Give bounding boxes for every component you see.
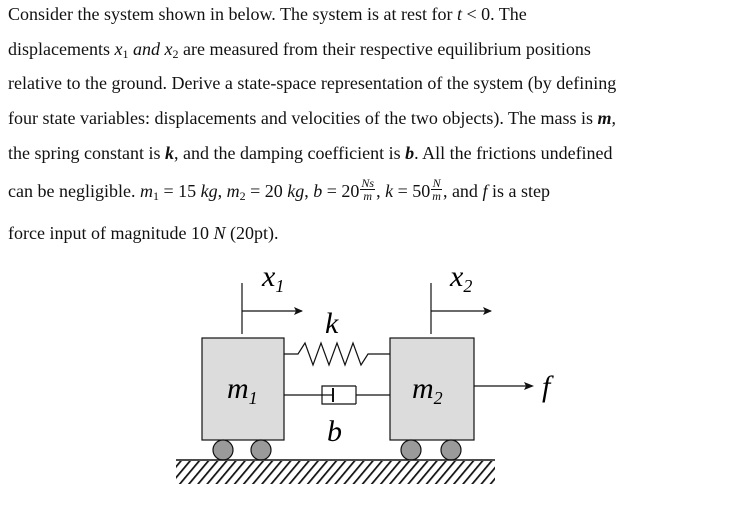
fraction-numerator: N — [431, 176, 442, 191]
subscript: 2 — [172, 47, 179, 61]
x1-variable: x — [114, 39, 123, 59]
text-segment: (20pt). — [225, 223, 279, 243]
text-segment: is a step — [487, 181, 550, 201]
mass-2-wheel-left — [400, 439, 422, 461]
text-segment: can be negligible. — [8, 181, 140, 201]
text-segment: , — [611, 108, 617, 128]
m1-variable: m — [139, 181, 153, 201]
ground-hatching — [176, 461, 495, 484]
k-variable: k — [385, 181, 394, 201]
mass-2-block — [389, 337, 475, 441]
text-segment: = 15 — [158, 181, 201, 201]
spring-symbol: k — [164, 143, 174, 163]
subscript: 2 — [239, 189, 246, 203]
damper-label: b — [327, 415, 342, 448]
problem-line-1: Consider the system shown in below. The … — [8, 1, 527, 27]
text-segment: = 20 — [245, 181, 288, 201]
mass-1-wheel-left — [212, 439, 234, 461]
spring-label: k — [325, 307, 339, 340]
text-segment: , — [376, 181, 386, 201]
subscript: 1 — [122, 47, 129, 61]
text-segment: , and the damping coefficient is — [173, 143, 406, 163]
fraction-denominator: m — [363, 189, 373, 204]
f-variable: f — [482, 181, 488, 201]
x1-label: x1 — [261, 260, 284, 296]
text-segment: = 20 — [322, 181, 360, 201]
text-segment: , — [304, 181, 314, 201]
m2-variable: m — [226, 181, 240, 201]
x1-arrowhead — [294, 307, 303, 315]
text-segment: four state variables: displacements and … — [8, 108, 598, 128]
x2-variable: x — [164, 39, 173, 59]
mass-symbol: m — [597, 108, 612, 128]
problem-line-3: relative to the ground. Derive a state-s… — [8, 73, 617, 93]
problem-line-7: force input of magnitude 10 N (20pt). — [8, 220, 278, 246]
damper — [284, 385, 390, 405]
problem-line-4: four state variables: displacements and … — [8, 105, 616, 131]
unit-kg: kg — [287, 181, 305, 201]
mass-1-wheel-right — [250, 439, 272, 461]
time-variable: t — [456, 4, 462, 24]
text-segment: and — [128, 39, 165, 59]
mass-1-block — [201, 337, 285, 441]
fraction-denominator: m — [432, 189, 441, 204]
subscript: 1 — [152, 189, 159, 203]
text-segment: and — [447, 181, 483, 201]
b-variable: b — [313, 181, 323, 201]
damper-symbol: b — [405, 143, 415, 163]
mass-2-wheel-right — [440, 439, 462, 461]
force-label: f — [542, 370, 554, 403]
x2-arrowhead — [483, 307, 492, 315]
problem-line-5: the spring constant is k, and the dampin… — [8, 140, 613, 166]
mass-1-label: m1 — [227, 372, 258, 408]
problem-line-2: displacements x1 and x2 are measured fro… — [8, 36, 591, 62]
text-segment: = 50 — [393, 181, 431, 201]
text-segment: < 0 — [461, 4, 491, 24]
wheels — [212, 439, 462, 461]
force-arrowhead — [524, 382, 534, 390]
unit-kg: kg — [200, 181, 218, 201]
text-segment: . All the frictions undefined — [414, 143, 613, 163]
text-segment: Consider the system shown in below. The … — [8, 4, 457, 24]
text-segment: are measured from their respective equil… — [178, 39, 591, 59]
text-segment: the spring constant is — [8, 143, 165, 163]
text-segment: displacements — [8, 39, 115, 59]
text-segment: , — [442, 181, 448, 201]
spring — [284, 341, 390, 367]
x2-label: x2 — [449, 260, 472, 296]
text-segment: force input of magnitude 10 — [8, 223, 214, 243]
problem-line-6: can be negligible. m1 = 15 kg, m2 = 20 k… — [8, 176, 550, 204]
text-segment: . The — [490, 4, 527, 24]
unit-newton: N — [213, 223, 226, 243]
fraction-numerator: Ns — [360, 176, 376, 191]
mass-2-label: m2 — [412, 372, 443, 408]
text-segment: , — [217, 181, 227, 201]
